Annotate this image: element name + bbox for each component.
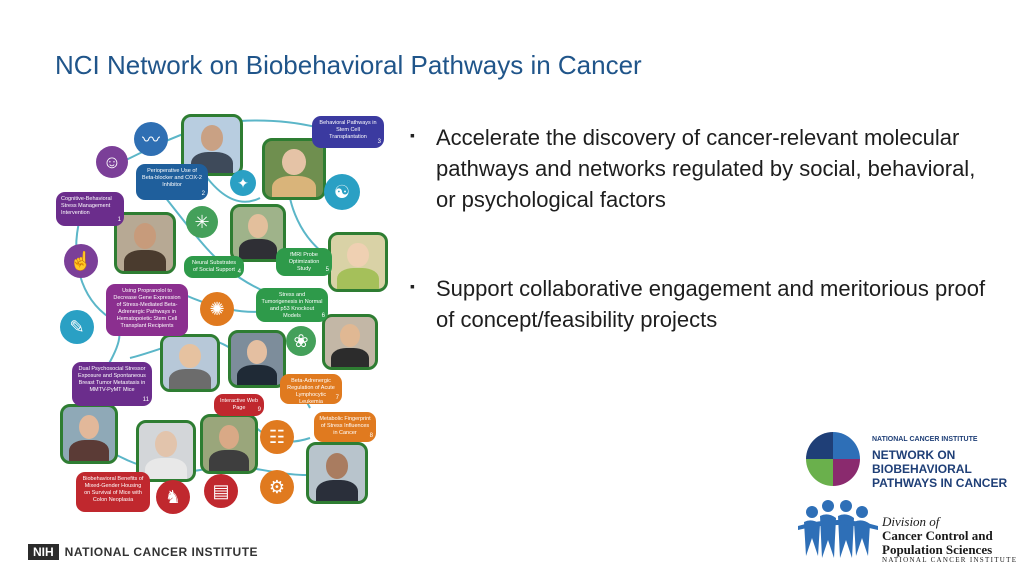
people-icon: ☷ [260, 420, 294, 454]
petri-icon: ✺ [200, 292, 234, 326]
bullet-marker: ▪ [410, 127, 415, 143]
brain-head-icon: ☺ [96, 146, 128, 178]
investigator-photo [160, 334, 220, 392]
project-tile: Using Propranolol to Decrease Gene Expre… [106, 284, 188, 336]
network-collage: Behavioral Pathways in Stem Cell Transpl… [50, 108, 390, 518]
project-tile: Behavioral Pathways in Stem Cell Transpl… [312, 116, 384, 148]
dna-icon: ☯ [324, 174, 360, 210]
project-tile: Dual Psychosocial Stressor Exposure and … [72, 362, 152, 406]
investigator-photo [136, 420, 196, 482]
cell-icon: ❀ [286, 326, 316, 356]
people-figures-icon [798, 500, 878, 558]
project-tile: Beta-Adrenergic Regulation of Acute Lymp… [280, 374, 342, 404]
network-logo: NATIONAL CANCER INSTITUTE NETWORK ON BIO… [806, 430, 1016, 490]
investigator-photo [262, 138, 326, 200]
gears-icon: ⚙ [260, 470, 294, 504]
project-tile: Perioperative Use of Beta-blocker and CO… [136, 164, 208, 200]
tap-hand-icon: ☝ [64, 244, 98, 278]
network-logo-icon [806, 432, 860, 486]
bullet-text: Support collaborative engagement and mer… [436, 276, 986, 332]
book-icon: ▤ [204, 474, 238, 508]
project-tile: Biobehavioral Benefits of Mixed-Gender H… [76, 472, 150, 512]
investigator-photo [200, 414, 258, 474]
project-tile: Cognitive-Behavioral Stress Management I… [56, 192, 124, 226]
bullet-text: Accelerate the discovery of cancer-relev… [436, 125, 976, 212]
nih-badge: NIH [28, 544, 59, 560]
network-logo-org: NATIONAL CANCER INSTITUTE [872, 436, 978, 443]
project-tile: Stress and Tumorigenesis in Normal and p… [256, 288, 328, 322]
investigator-photo [230, 204, 286, 262]
syringe-icon: ✎ [60, 310, 94, 344]
heartbeat-icon: 〰 [134, 122, 168, 156]
slide-title: NCI Network on Biobehavioral Pathways in… [55, 50, 642, 80]
network-logo-name: NETWORK ON BIOBEHAVIORAL PATHWAYS IN CAN… [872, 448, 1008, 490]
nih-footer-logo: NIH NATIONAL CANCER INSTITUTE [28, 544, 258, 560]
division-logo: Division of Cancer Control and Populatio… [798, 498, 1018, 564]
investigator-photo [328, 232, 388, 292]
investigator-photo [322, 314, 378, 370]
investigator-photo [228, 330, 286, 388]
bullet-item: ▪ Accelerate the discovery of cancer-rel… [410, 122, 990, 215]
nih-name: NATIONAL CANCER INSTITUTE [64, 545, 259, 559]
mouse-icon: ♞ [156, 480, 190, 514]
investigator-photo [306, 442, 368, 504]
investigator-photo [60, 404, 118, 464]
neuron-icon: ✳ [186, 206, 218, 238]
bullet-list: ▪ Accelerate the discovery of cancer-rel… [410, 122, 990, 393]
lightbulb-icon: ✦ [230, 170, 256, 196]
bullet-marker: ▪ [410, 278, 415, 294]
investigator-photo [114, 212, 176, 274]
project-tile: Metabolic Fingerprint of Stress Influenc… [314, 412, 376, 442]
bullet-item: ▪ Support collaborative engagement and m… [410, 273, 990, 335]
